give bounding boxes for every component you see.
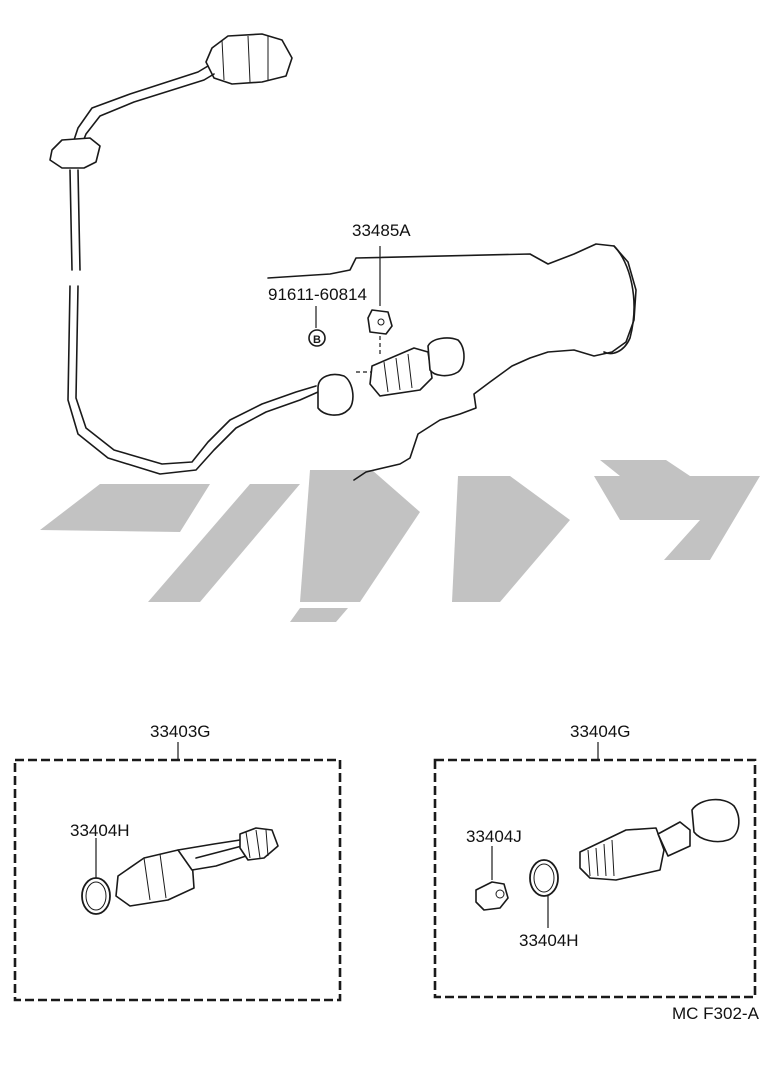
bolt-marker-letter: B [313, 334, 321, 346]
lock-plate-33485A [367, 246, 393, 356]
label-91611-60814: 91611-60814 [268, 285, 367, 304]
kit-33403G [13, 742, 342, 1002]
speedometer-cable [49, 33, 354, 475]
label-33403G: 33403G [150, 722, 211, 741]
kit-33404G [433, 742, 757, 999]
label-33404H-left: 33404H [70, 821, 130, 840]
figure-code: MC F302-A [672, 1004, 760, 1023]
bolt-marker-91611-60814: B [308, 306, 326, 347]
watermark-logo [40, 460, 760, 622]
label-33485A: 33485A [352, 221, 411, 240]
label-33404G: 33404G [570, 722, 631, 741]
label-33404J: 33404J [466, 827, 522, 846]
driven-gear-assembly [356, 337, 465, 397]
label-33404H-right: 33404H [519, 931, 579, 950]
transmission-housing [267, 243, 637, 481]
